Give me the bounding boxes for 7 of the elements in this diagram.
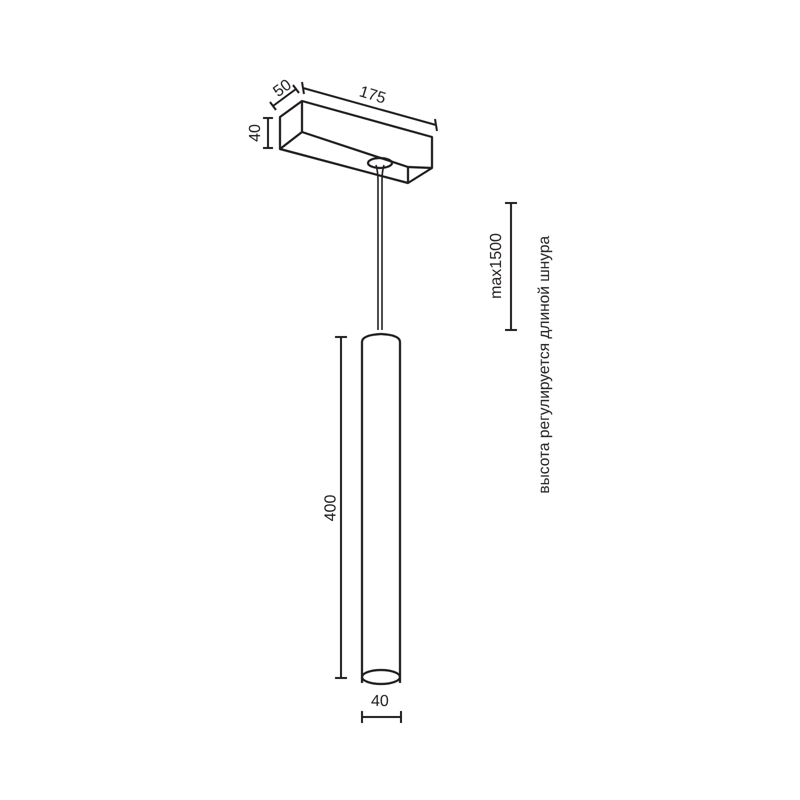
dimension-label: max1500 xyxy=(488,233,505,299)
dimension-label: 400 xyxy=(322,494,339,522)
dimension-label: 40 xyxy=(371,694,389,710)
dimension-label: 50 xyxy=(271,77,295,101)
dimension-label: 175 xyxy=(356,84,387,108)
dimension-label: 40 xyxy=(248,124,264,142)
note-text: высота регулируется длиной шнура xyxy=(537,236,553,494)
